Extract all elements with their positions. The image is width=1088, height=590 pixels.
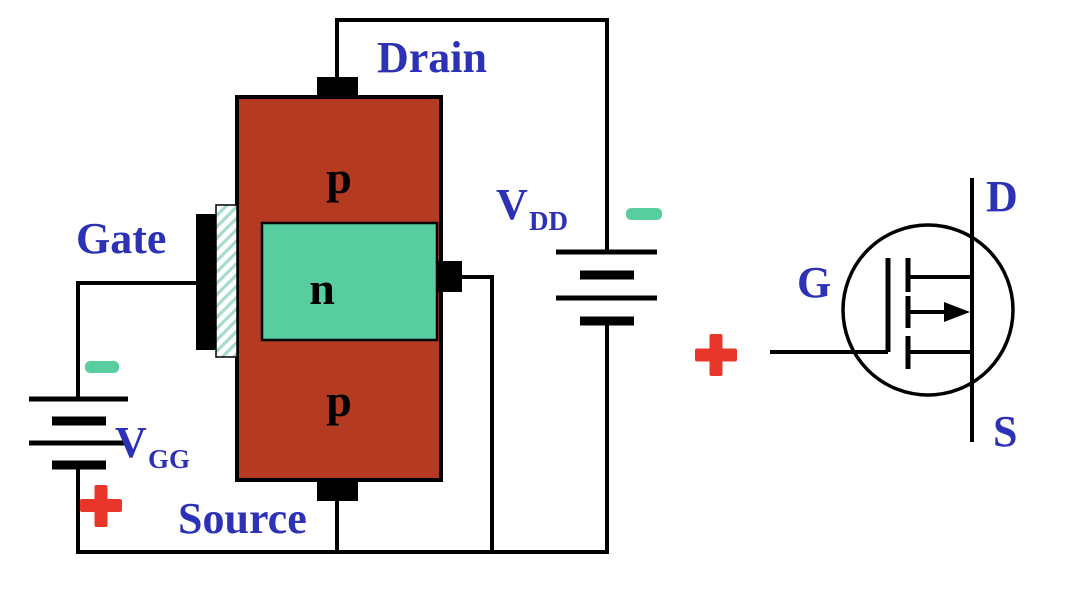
ground-rail-wire [76, 321, 609, 554]
symbol-body-arrow [944, 302, 970, 322]
drain-contact [317, 77, 358, 99]
drain-label: Drain [377, 33, 487, 82]
vdd-symbol-label: V [496, 180, 528, 229]
terminal-labels: Drain Gate Source V DD V GG D G S [76, 33, 1018, 543]
wires [29, 18, 657, 554]
vdd-plus-sign [695, 334, 737, 376]
vgg-symbol-label: V [115, 418, 147, 467]
vdd-battery [556, 249, 657, 326]
mosfet-symbol [770, 178, 1015, 442]
vdd-subscript-label: DD [529, 206, 568, 236]
body-contact [436, 261, 462, 292]
body-contact-wire [462, 275, 494, 552]
n-channel-region [260, 221, 439, 342]
top-p-label: p [326, 152, 352, 203]
vgg-plus-vertical [94, 485, 108, 527]
symbol-circle [841, 223, 1015, 397]
source-contact [317, 479, 358, 501]
symbol-drain-label: D [986, 172, 1018, 221]
source-label: Source [178, 494, 307, 543]
vgg-minus-sign [85, 361, 119, 373]
vdd-plus-vertical [709, 334, 723, 376]
bottom-p-label: p [326, 375, 352, 426]
gate-contact [196, 214, 216, 350]
gate-label: Gate [76, 214, 166, 263]
vgg-plus-sign [80, 485, 122, 527]
n-channel-label: n [309, 263, 335, 314]
gate-wire [76, 281, 196, 399]
drain-wire [335, 18, 609, 252]
region-labels: p n p [309, 152, 352, 426]
vdd-minus-sign [626, 208, 662, 220]
gate-oxide-layer [215, 204, 238, 358]
vgg-subscript-label: GG [148, 444, 190, 474]
polarity-signs [80, 208, 737, 527]
symbol-gate-label: G [797, 258, 831, 307]
symbol-source-label: S [993, 407, 1017, 456]
metal-contacts [196, 77, 462, 501]
vgg-battery [29, 396, 128, 470]
